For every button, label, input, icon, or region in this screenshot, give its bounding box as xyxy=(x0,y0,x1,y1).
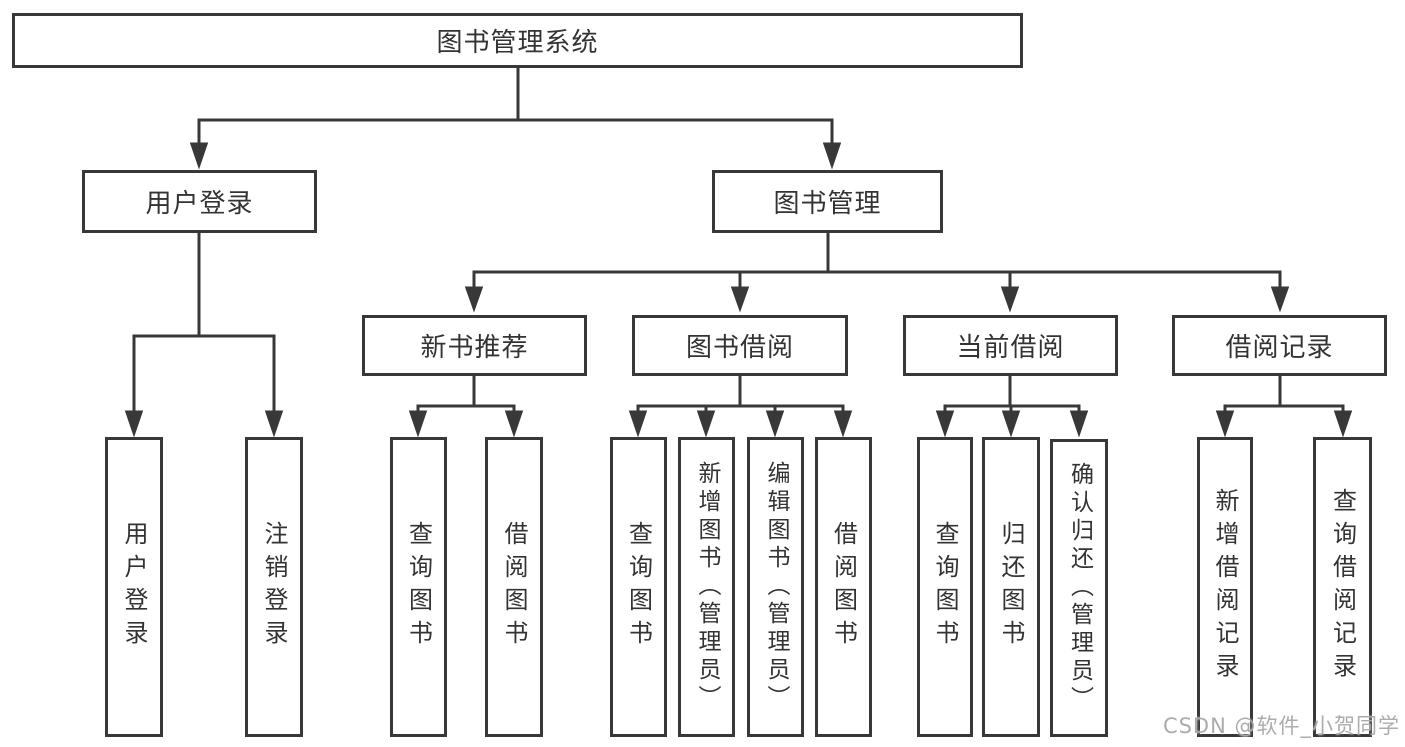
node-borrow-record: 借阅记录 xyxy=(1172,315,1387,376)
csdn-watermark: CSDN @软件_小贺同学 xyxy=(1162,714,1400,738)
leaf-confirm-return-admin: 确认归还（管理员） xyxy=(1050,439,1108,737)
node-label: 图书借阅 xyxy=(685,333,794,363)
node-label: 注销登录 xyxy=(260,521,288,653)
node-book-borrow: 图书借阅 xyxy=(632,315,848,376)
node-label: 借阅图书 xyxy=(829,521,858,653)
node-label: 当前借阅 xyxy=(956,333,1065,363)
node-label: 查询图书 xyxy=(404,521,433,653)
edge-user-login-to-leaves xyxy=(124,232,284,438)
leaf-query-borrow-record: 查询借阅记录 xyxy=(1313,437,1372,737)
node-label: 借阅记录 xyxy=(1225,333,1334,363)
node-label: 图书管理 xyxy=(773,189,882,219)
node-label: 图书管理系统 xyxy=(436,28,599,58)
leaf-add-books-admin: 新增图书（管理员） xyxy=(678,437,735,737)
node-label: 新增图书（管理员） xyxy=(694,461,720,713)
edge-book-borrow-to-leaves xyxy=(628,375,853,438)
leaf-borrow-books-recommend: 借阅图书 xyxy=(485,437,543,737)
leaf-logout: 注销登录 xyxy=(245,437,303,737)
edge-borrow-record-to-leaves xyxy=(1215,375,1353,438)
node-label: 编辑图书（管理员） xyxy=(763,461,789,713)
leaf-add-borrow-record: 新增借阅记录 xyxy=(1197,437,1253,737)
leaf-query-books-current: 查询图书 xyxy=(917,437,973,737)
node-user-login: 用户登录 xyxy=(82,170,317,233)
node-label: 新书推荐 xyxy=(420,333,529,363)
leaf-query-books-borrow: 查询图书 xyxy=(610,437,667,737)
node-label: 用户登录 xyxy=(145,189,254,219)
node-label: 查询图书 xyxy=(624,521,653,653)
leaf-user-login: 用户登录 xyxy=(105,437,163,737)
node-current-borrow: 当前借阅 xyxy=(903,315,1118,376)
node-root-book-management-system: 图书管理系统 xyxy=(12,13,1023,68)
node-label: 确认归还（管理员） xyxy=(1066,462,1093,714)
node-label: 查询图书 xyxy=(931,521,959,653)
node-label: 新增借阅记录 xyxy=(1211,488,1239,686)
node-label: 查询借阅记录 xyxy=(1328,488,1357,686)
edge-new-book-recommend-to-leaves xyxy=(408,375,524,438)
node-label: 借阅图书 xyxy=(500,521,528,653)
node-label: 用户登录 xyxy=(120,521,148,653)
node-new-book-recommend: 新书推荐 xyxy=(362,315,587,376)
edge-current-borrow-to-leaves xyxy=(935,375,1089,438)
edge-root-to-level2 xyxy=(189,68,842,170)
edge-book-management-to-level3 xyxy=(464,232,1290,313)
leaf-return-books: 归还图书 xyxy=(982,437,1040,737)
leaf-query-books-recommend: 查询图书 xyxy=(390,437,447,737)
leaf-borrow-books: 借阅图书 xyxy=(815,437,872,737)
leaf-edit-books-admin: 编辑图书（管理员） xyxy=(747,437,804,737)
node-book-management: 图书管理 xyxy=(712,170,943,233)
node-label: 归还图书 xyxy=(997,521,1025,653)
